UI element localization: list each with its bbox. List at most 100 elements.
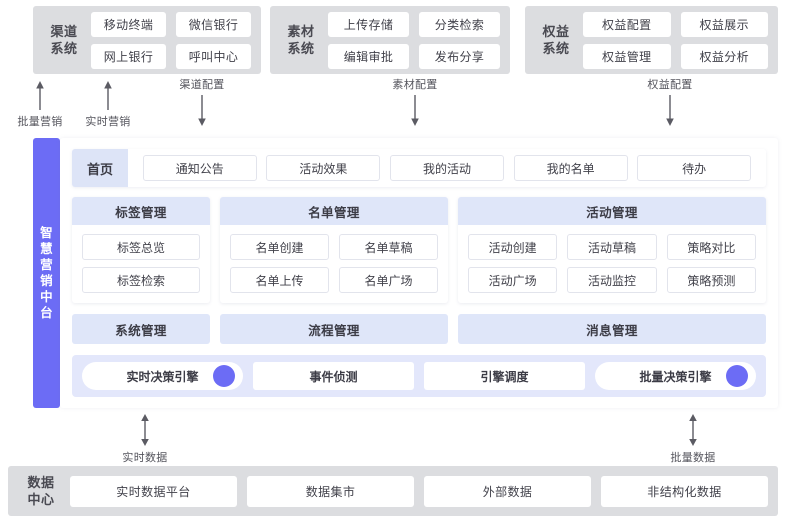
nav-item-todo[interactable]: 待办 bbox=[637, 155, 752, 181]
data-center-title: 数据 中心 bbox=[18, 474, 64, 508]
arrow-label: 批量营销 bbox=[17, 116, 63, 128]
nav-items: 通知公告 活动效果 我的活动 我的名单 待办 bbox=[128, 149, 766, 187]
title-line-2: 系统 bbox=[287, 41, 315, 56]
title-line-2: 中心 bbox=[27, 492, 55, 507]
chip-rights-analysis[interactable]: 权益分析 bbox=[680, 43, 768, 69]
title-line-1: 权益 bbox=[542, 24, 570, 39]
engine-row: 实时决策引擎 事件侦测 引擎调度 批量决策引擎 bbox=[72, 355, 766, 397]
manage-bar-row: 系统管理 流程管理 消息管理 bbox=[72, 314, 766, 344]
engine-label: 事件侦测 bbox=[309, 369, 358, 384]
nav-item-my-lists[interactable]: 我的名单 bbox=[513, 155, 628, 181]
event-detection-engine[interactable]: 事件侦测 bbox=[253, 362, 414, 390]
arrow-up-icon bbox=[104, 81, 112, 110]
chip-call-center[interactable]: 呼叫中心 bbox=[176, 43, 251, 69]
chip-campaign-square[interactable]: 活动广场 bbox=[468, 267, 558, 293]
arrow-down-icon bbox=[666, 95, 674, 126]
batch-decision-engine[interactable]: 批量决策引擎 bbox=[595, 362, 756, 390]
title-line-1: 素材 bbox=[287, 24, 315, 39]
chip-wechat-bank[interactable]: 微信银行 bbox=[176, 11, 251, 37]
chip-campaign-create[interactable]: 活动创建 bbox=[468, 234, 558, 260]
arrow-label: 渠道配置 bbox=[179, 79, 225, 91]
chip-list-draft[interactable]: 名单草稿 bbox=[339, 234, 438, 260]
channel-system-title: 渠道 系统 bbox=[41, 23, 87, 57]
sidebar-label-line-3: 中台 bbox=[40, 290, 53, 320]
campaign-management-items: 活动创建 活动草稿 策略对比 活动广场 活动监控 策略预测 bbox=[458, 225, 766, 303]
smart-marketing-platform: 智慧 营销 中台 首页 通知公告 活动效果 我的活动 我的名单 待办 bbox=[33, 138, 778, 408]
chip-mobile-terminal[interactable]: 移动终端 bbox=[91, 11, 166, 37]
arrow-label: 实时数据 bbox=[122, 452, 168, 464]
message-management-bar[interactable]: 消息管理 bbox=[458, 314, 766, 344]
chip-campaign-monitor[interactable]: 活动监控 bbox=[567, 267, 657, 293]
sidebar-label-line-1: 智慧 bbox=[40, 226, 53, 256]
channel-system-items: 移动终端 微信银行 网上银行 呼叫中心 bbox=[91, 11, 251, 69]
arrow-realtime-data: 实时数据 bbox=[100, 414, 190, 465]
chip-rights-display[interactable]: 权益展示 bbox=[680, 11, 768, 37]
realtime-decision-engine[interactable]: 实时决策引擎 bbox=[82, 362, 243, 390]
chip-unstructured-data[interactable]: 非结构化数据 bbox=[601, 475, 768, 507]
chip-list-create[interactable]: 名单创建 bbox=[230, 234, 329, 260]
arrow-up-icon bbox=[36, 81, 44, 110]
material-system-card: 素材 系统 上传存储 分类检索 编辑审批 发布分享 bbox=[270, 6, 510, 74]
data-center-items: 实时数据平台 数据集市 外部数据 非结构化数据 bbox=[70, 475, 768, 507]
chip-online-bank[interactable]: 网上银行 bbox=[91, 43, 166, 69]
platform-nav-row: 首页 通知公告 活动效果 我的活动 我的名单 待办 bbox=[72, 149, 766, 187]
nav-item-campaign-effect[interactable]: 活动效果 bbox=[266, 155, 381, 181]
nav-item-notice[interactable]: 通知公告 bbox=[142, 155, 257, 181]
nav-home-tab[interactable]: 首页 bbox=[72, 149, 128, 187]
arrow-label: 权益配置 bbox=[647, 79, 693, 91]
chip-external-data[interactable]: 外部数据 bbox=[424, 475, 591, 507]
material-system-items: 上传存储 分类检索 编辑审批 发布分享 bbox=[328, 11, 500, 69]
chip-campaign-draft[interactable]: 活动草稿 bbox=[567, 234, 657, 260]
platform-sidebar: 智慧 营销 中台 bbox=[33, 138, 60, 408]
engine-label: 批量决策引擎 bbox=[639, 369, 712, 384]
arrow-label: 批量数据 bbox=[670, 452, 716, 464]
arrow-batch-data: 批量数据 bbox=[648, 414, 738, 465]
list-management-title: 名单管理 bbox=[220, 197, 448, 225]
chip-tag-overview[interactable]: 标签总览 bbox=[82, 234, 200, 260]
chip-category-search[interactable]: 分类检索 bbox=[419, 11, 500, 37]
list-management-card: 名单管理 名单创建 名单草稿 名单上传 名单广场 bbox=[220, 197, 448, 303]
title-line-2: 系统 bbox=[542, 41, 570, 56]
chip-list-upload[interactable]: 名单上传 bbox=[230, 267, 329, 293]
system-management-bar[interactable]: 系统管理 bbox=[72, 314, 210, 344]
chip-rights-config[interactable]: 权益配置 bbox=[583, 11, 671, 37]
chip-upload-storage[interactable]: 上传存储 bbox=[328, 11, 409, 37]
engine-label: 引擎调度 bbox=[480, 369, 529, 384]
chip-rights-manage[interactable]: 权益管理 bbox=[583, 43, 671, 69]
tag-management-items: 标签总览 标签检索 bbox=[72, 225, 210, 303]
chip-realtime-data-platform[interactable]: 实时数据平台 bbox=[70, 475, 237, 507]
arrow-bidirectional-icon bbox=[141, 414, 149, 446]
chip-data-mart[interactable]: 数据集市 bbox=[247, 475, 414, 507]
arrow-batch-marketing: 批量营销 bbox=[0, 80, 85, 129]
sidebar-label-line-2: 营销 bbox=[40, 258, 53, 288]
engine-label: 实时决策引擎 bbox=[126, 369, 199, 384]
chip-publish-share[interactable]: 发布分享 bbox=[419, 43, 500, 69]
arrow-label: 素材配置 bbox=[392, 79, 438, 91]
chip-edit-approval[interactable]: 编辑审批 bbox=[328, 43, 409, 69]
material-system-title: 素材 系统 bbox=[278, 23, 324, 57]
title-line-1: 渠道 bbox=[50, 24, 78, 39]
nav-item-my-campaigns[interactable]: 我的活动 bbox=[389, 155, 504, 181]
rights-system-card: 权益 系统 权益配置 权益展示 权益管理 权益分析 bbox=[525, 6, 778, 74]
process-management-bar[interactable]: 流程管理 bbox=[220, 314, 448, 344]
arrow-bidirectional-icon bbox=[689, 414, 697, 446]
purple-dot-icon bbox=[726, 365, 748, 387]
chip-strategy-compare[interactable]: 策略对比 bbox=[666, 234, 756, 260]
data-center-card: 数据 中心 实时数据平台 数据集市 外部数据 非结构化数据 bbox=[8, 466, 778, 516]
arrow-rights-config: 权益配置 bbox=[625, 76, 715, 127]
arrow-channel-config: 渠道配置 bbox=[157, 76, 247, 127]
module-card-row: 标签管理 标签总览 标签检索 名单管理 名单创建 名单草稿 名单上传 名单广场 bbox=[72, 197, 766, 303]
rights-system-title: 权益 系统 bbox=[533, 23, 579, 57]
list-management-items: 名单创建 名单草稿 名单上传 名单广场 bbox=[220, 225, 448, 303]
title-line-2: 系统 bbox=[50, 41, 78, 56]
chip-strategy-forecast[interactable]: 策略预测 bbox=[666, 267, 756, 293]
arrow-realtime-marketing: 实时营销 bbox=[63, 80, 153, 129]
arrow-label: 实时营销 bbox=[85, 116, 131, 128]
chip-tag-search[interactable]: 标签检索 bbox=[82, 267, 200, 293]
tag-management-card: 标签管理 标签总览 标签检索 bbox=[72, 197, 210, 303]
arrow-down-icon bbox=[198, 95, 206, 126]
chip-list-square[interactable]: 名单广场 bbox=[339, 267, 438, 293]
purple-dot-icon bbox=[213, 365, 235, 387]
engine-scheduling[interactable]: 引擎调度 bbox=[424, 362, 585, 390]
channel-system-card: 渠道 系统 移动终端 微信银行 网上银行 呼叫中心 bbox=[33, 6, 261, 74]
